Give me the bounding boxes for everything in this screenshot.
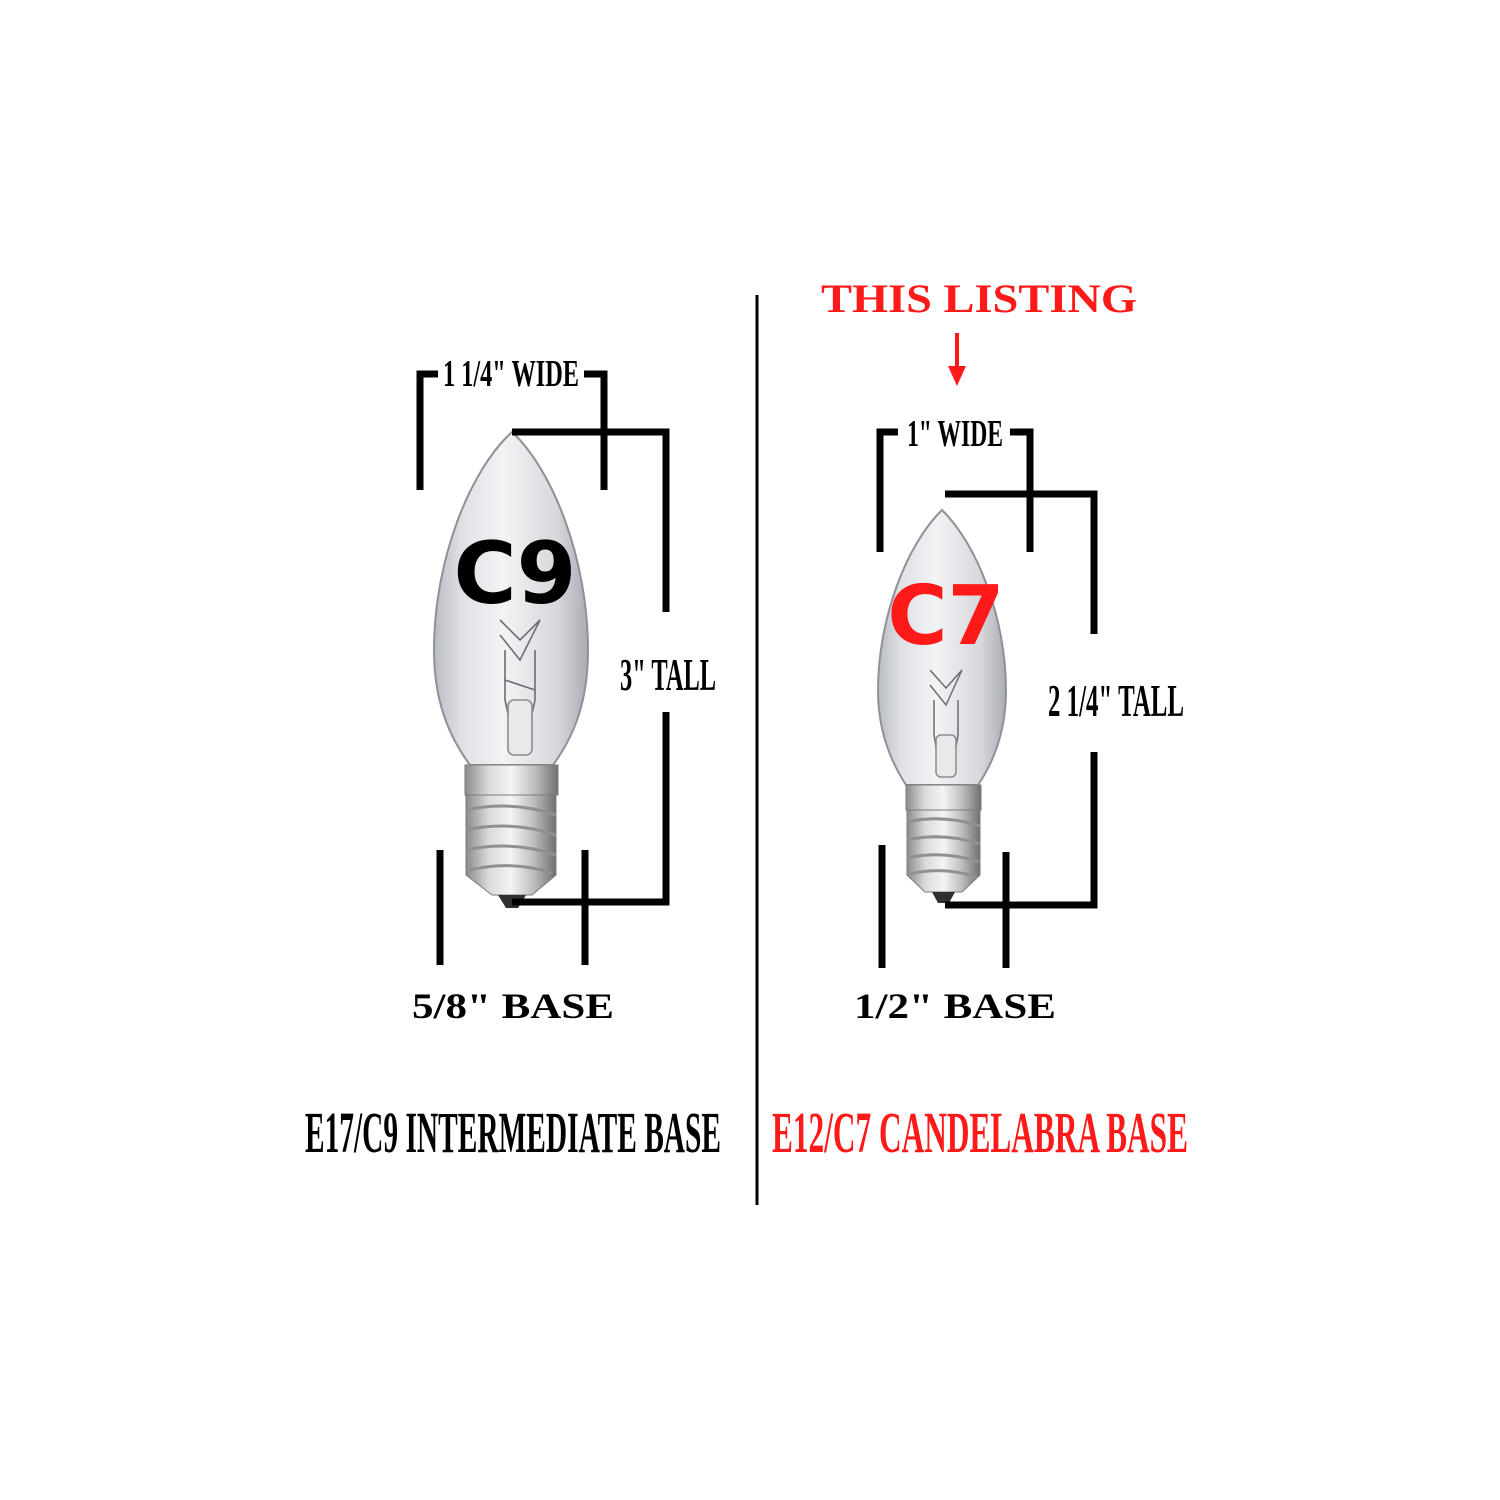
c9-width-bracket bbox=[416, 370, 608, 490]
c9-height-label: 3" TALL bbox=[620, 649, 716, 700]
c9-bulb-label: C9 bbox=[454, 524, 577, 624]
c7-height-label: 2 1/4" TALL bbox=[1048, 675, 1184, 726]
c7-filament bbox=[929, 669, 963, 778]
c7-width-bracket bbox=[876, 428, 1034, 552]
c7-caption: E12/C7 CANDELABRA BASE bbox=[772, 1100, 1188, 1165]
c7-bulb-panel: THIS LISTING bbox=[772, 276, 1188, 1165]
c9-filament bbox=[499, 619, 541, 756]
c9-width-label: 1 1/4" WIDE bbox=[443, 353, 579, 395]
c7-base-bracket bbox=[878, 845, 1010, 968]
c9-bulb-panel: C9 1 1/4" WIDE 3" TALL 5/8" BASE E17/C9 … bbox=[305, 353, 721, 1165]
c9-caption: E17/C9 INTERMEDIATE BASE bbox=[305, 1100, 721, 1165]
c7-screw-base bbox=[905, 784, 982, 903]
c9-screw-base bbox=[464, 764, 559, 908]
c7-base-label: 1/2" BASE bbox=[854, 986, 1056, 1026]
c7-width-label: 1" WIDE bbox=[907, 413, 1003, 455]
this-listing-callout: THIS LISTING bbox=[821, 276, 1137, 321]
c9-base-label: 5/8" BASE bbox=[412, 986, 614, 1026]
callout-arrow-icon bbox=[948, 333, 966, 386]
c9-base-bracket bbox=[436, 850, 589, 965]
c7-bulb-label: C7 bbox=[887, 569, 1004, 664]
c9-height-bracket bbox=[512, 428, 670, 906]
c7-height-bracket bbox=[945, 490, 1098, 909]
